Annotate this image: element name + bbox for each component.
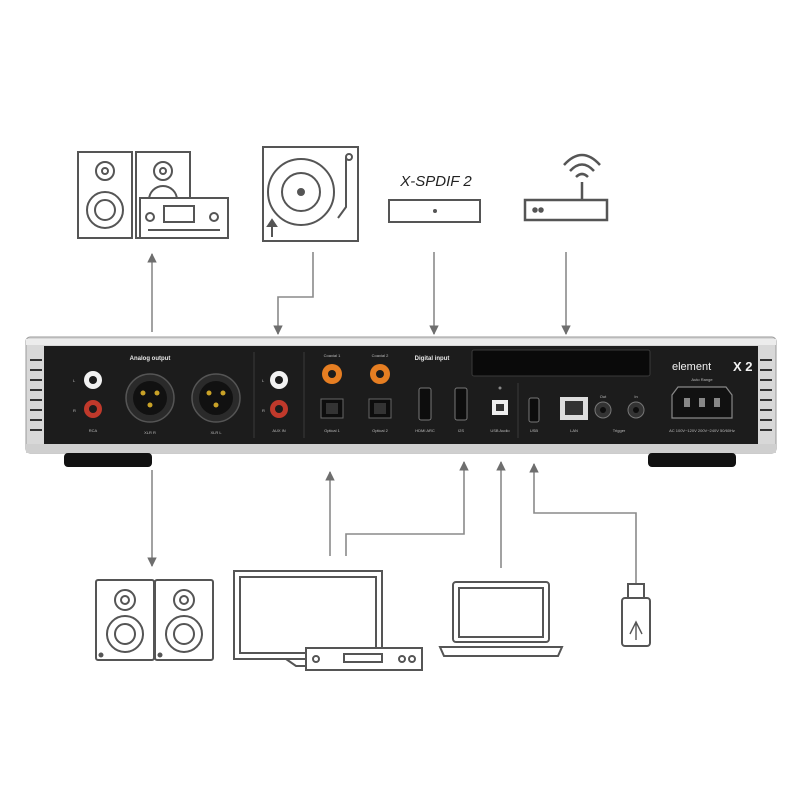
aux-input-jacks: L R AUX IN <box>262 371 288 433</box>
lan-port: LAN <box>560 397 588 433</box>
svg-text:L: L <box>73 378 76 383</box>
xspdif-converter-icon: X-SPDIF 2 <box>388 173 481 223</box>
svg-text:Optical 2: Optical 2 <box>372 428 389 433</box>
power-inlet: Auto Range AC 100V~120V 200V~240V 50/60H… <box>669 377 735 433</box>
usb-port: USB <box>528 397 540 433</box>
hdmi-arc-port: HDMI ARC <box>415 387 435 433</box>
xlr-left-jack: XLR L <box>191 373 241 435</box>
bookshelf-speakers-amplifier-icon <box>77 151 229 239</box>
wifi-router-icon <box>523 153 609 222</box>
right-foot <box>648 453 736 467</box>
brand-name: element <box>672 361 711 373</box>
svg-text:LAN: LAN <box>570 428 578 433</box>
svg-text:Trigger: Trigger <box>613 428 626 433</box>
analog-output-heading: Analog output <box>130 356 171 362</box>
svg-text:Coaxial 2: Coaxial 2 <box>372 353 389 358</box>
element-x2-rear-panel: Analog output Digital input L R RCA XLR … <box>25 336 777 467</box>
xlr-right-jack: XLR R <box>125 373 175 435</box>
svg-text:R: R <box>73 408 76 413</box>
svg-text:In: In <box>634 394 637 399</box>
svg-text:R: R <box>262 408 265 413</box>
laptop-icon <box>438 581 564 657</box>
rca-output-jacks: L R RCA <box>73 371 102 433</box>
turntable-icon <box>262 146 359 242</box>
top-connection-lines <box>147 252 571 335</box>
usb-audio-port: USB Audio <box>490 386 510 433</box>
svg-text:AC 100V~120V 200V~240V 50/60Hz: AC 100V~120V 200V~240V 50/60Hz <box>669 428 735 433</box>
trigger-ports: Out In Trigger <box>594 394 645 433</box>
active-speakers-icon <box>95 579 214 661</box>
tv-and-disc-player-icon <box>233 570 423 671</box>
xspdif-logo: X-SPDIF 2 <box>399 173 472 190</box>
svg-text:I2S: I2S <box>458 428 464 433</box>
digital-input-heading: Digital input <box>415 356 450 362</box>
svg-text:Auto Range: Auto Range <box>691 377 713 382</box>
svg-text:USB Audio: USB Audio <box>490 428 510 433</box>
svg-text:AUX IN: AUX IN <box>272 428 285 433</box>
card-slot <box>471 349 651 377</box>
svg-text:L: L <box>262 378 265 383</box>
optical-inputs: Optical 1 Optical 2 <box>320 398 392 433</box>
svg-text:Coaxial 1: Coaxial 1 <box>324 353 341 358</box>
svg-text:HDMI ARC: HDMI ARC <box>415 428 435 433</box>
left-foot <box>64 453 152 467</box>
usb-drive-icon <box>621 583 651 647</box>
bottom-connection-lines <box>147 461 637 584</box>
model-mark: X 2 <box>733 359 753 374</box>
svg-text:XLR R: XLR R <box>144 430 156 435</box>
svg-text:Out: Out <box>600 394 607 399</box>
svg-text:USB: USB <box>530 428 539 433</box>
svg-text:RCA: RCA <box>89 428 98 433</box>
svg-text:Optical 1: Optical 1 <box>324 428 341 433</box>
i2s-port: I2S <box>454 387 468 433</box>
coaxial-inputs: Coaxial 1 Coaxial 2 <box>322 353 390 384</box>
svg-text:XLR L: XLR L <box>210 430 222 435</box>
